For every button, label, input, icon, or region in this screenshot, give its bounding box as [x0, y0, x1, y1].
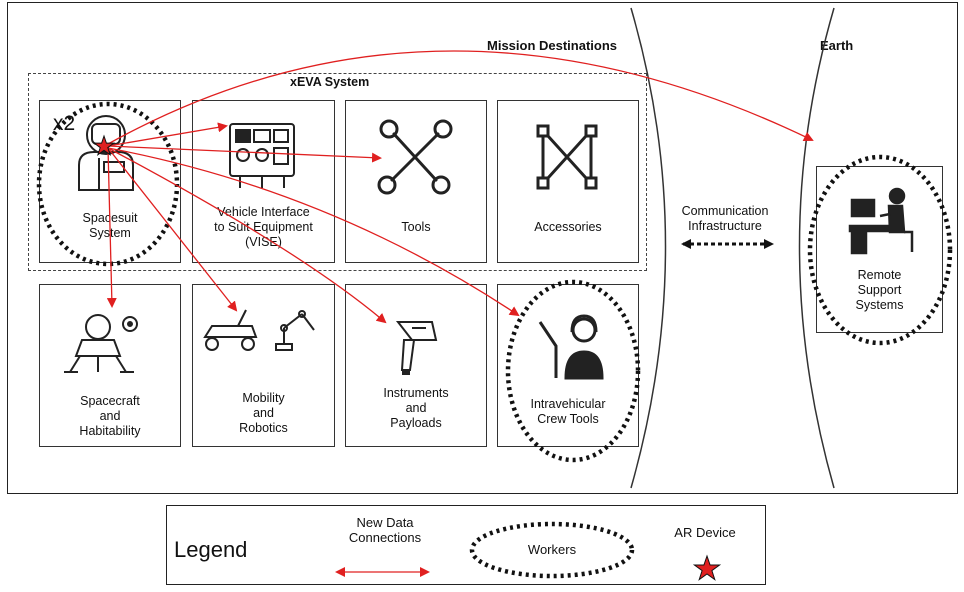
accessories-box: [497, 100, 639, 263]
lander-icon: [64, 314, 138, 373]
connection-to-ivct: [107, 147, 520, 317]
control-panel-icon: [229, 123, 295, 188]
earth-title: Earth: [820, 38, 854, 53]
xeva-system-title: xEVA System: [290, 75, 370, 89]
legend-box: [166, 505, 766, 585]
xeva-system-group: [28, 73, 647, 271]
wrench-icon: [377, 119, 453, 195]
tools-box: [345, 100, 487, 263]
ar-device-star: [92, 134, 116, 156]
diagram-frame: [7, 2, 958, 494]
earth-boundary-arc: [798, 7, 835, 489]
tools-label: Tools: [401, 220, 431, 234]
connection-to-spacecraft: [106, 147, 117, 308]
connection-to-remote: [107, 50, 814, 145]
accessories-label: Accessories: [534, 220, 602, 234]
handheld-instrument-icon: [395, 321, 438, 375]
legend-title: Legend: [174, 537, 248, 562]
legend-ar-star-icon: [692, 554, 722, 581]
worker-ellipse-remote: [807, 154, 953, 346]
spacecraft-box: [39, 284, 181, 447]
rover-robot-icon: [203, 309, 315, 351]
mission-boundary-arc: [630, 7, 667, 489]
instruments-box: [345, 284, 487, 447]
legend-workers-label: Workers: [527, 542, 577, 557]
crew-headset-icon: [538, 314, 604, 380]
worker-ellipse-spacesuit: [36, 101, 180, 267]
legend-worker-ellipse: [469, 521, 635, 579]
mission-destinations-title: Mission Destinations: [487, 38, 618, 53]
connection-to-mobility: [107, 147, 238, 312]
connection-to-tools: [107, 145, 382, 163]
truss-icon: [536, 124, 598, 190]
operator-desk-icon: [848, 187, 914, 255]
remote-support-box: [816, 166, 943, 333]
worker-ellipse-ivct: [505, 279, 641, 463]
connection-to-vise: [107, 122, 228, 147]
connection-to-instruments: [107, 147, 387, 324]
mobility-box: [192, 284, 335, 447]
legend-ar-device-label: AR Device: [674, 525, 736, 540]
